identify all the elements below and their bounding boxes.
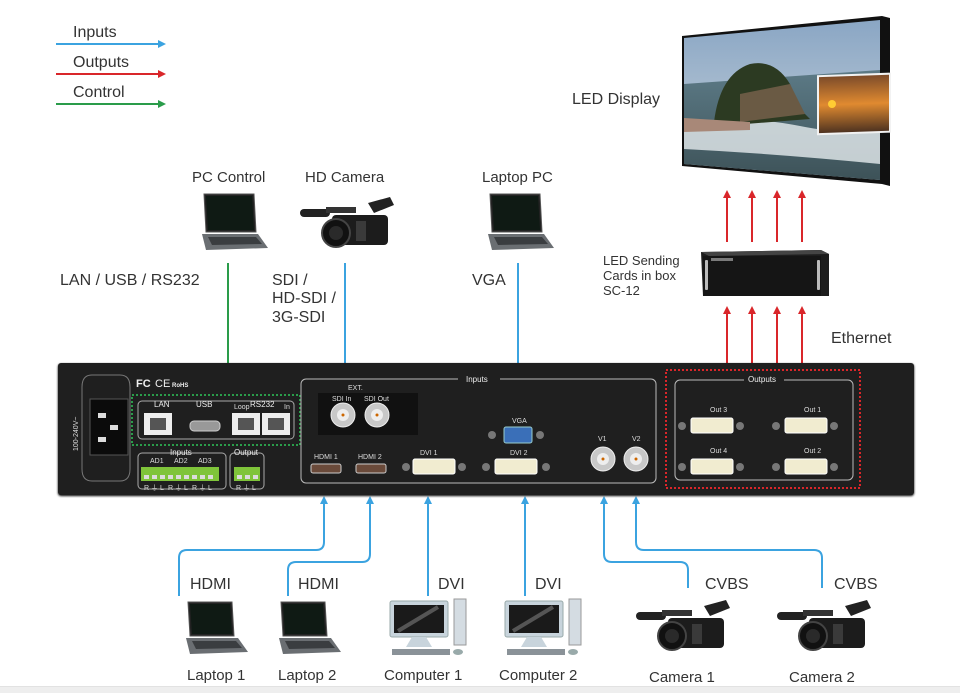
- led-display-label: LED Display: [572, 91, 661, 108]
- hdmi2-port-label: HDMI 2: [358, 454, 382, 461]
- camera1-label: Camera 1: [649, 669, 715, 686]
- rear-panel-ports: 100-240V~ FC CE RoHS LAN USB RS232 Loop …: [73, 369, 861, 492]
- camera2-icon: [777, 600, 871, 651]
- camera1-icon: [636, 600, 730, 651]
- dvi2-port-label: DVI 2: [510, 450, 528, 457]
- power-voltage-label: 100-240V~: [73, 417, 80, 451]
- laptop1-icon: [186, 601, 248, 654]
- ad3-label: AD3: [198, 458, 212, 465]
- hdmi2-port[interactable]: [355, 463, 387, 474]
- legend-control-label: Control: [73, 84, 125, 101]
- sdi-out-label: SDI Out: [364, 396, 389, 403]
- bottom-edge-strip: [0, 686, 960, 693]
- out1-port[interactable]: [784, 417, 828, 434]
- outputs-highlight: [665, 369, 861, 489]
- control-connection-label: LAN / USB / RS232: [60, 272, 200, 289]
- ethernet-label: Ethernet: [831, 330, 892, 347]
- out3-port[interactable]: [690, 417, 734, 434]
- audio-in-pins-1: R ⏚ L: [144, 484, 164, 492]
- legend-inputs-label: Inputs: [73, 24, 117, 41]
- dvi2-port[interactable]: [494, 458, 538, 475]
- led-sending-box-icon: [701, 250, 829, 296]
- dvi1-port[interactable]: [412, 458, 456, 475]
- legend-outputs-label: Outputs: [73, 54, 130, 71]
- hdmi2-line: [287, 496, 374, 596]
- v1-port-label: V1: [598, 436, 607, 443]
- v2-port-label: V2: [632, 436, 641, 443]
- computer1-label: Computer 1: [384, 667, 463, 684]
- computer1-connection-label: DVI: [438, 576, 465, 593]
- computer1-icon: [389, 598, 467, 655]
- audio-out-pins: R ⏚ L: [236, 484, 256, 492]
- ad1-label: AD1: [150, 458, 164, 465]
- rs232-in-label: In: [284, 404, 290, 411]
- computer2-label: Computer 2: [499, 667, 578, 684]
- camera2-connection-label: CVBS: [834, 576, 878, 593]
- vga-port-label: VGA: [512, 418, 527, 425]
- out4-port[interactable]: [690, 458, 734, 475]
- rs232-port-label: RS232: [250, 400, 275, 409]
- hdmi1-port-label: HDMI 1: [314, 454, 338, 461]
- laptop2-label: Laptop 2: [278, 667, 337, 684]
- power-inlet: [81, 374, 131, 482]
- control-ports-highlight: [131, 394, 301, 446]
- out2-label: Out 2: [804, 448, 821, 455]
- rs232-loop-label: Loop: [234, 404, 250, 411]
- out2-port[interactable]: [784, 458, 828, 475]
- audio-in-pins-2: R ⏚ L: [168, 484, 188, 492]
- laptop2-connection-label: HDMI: [298, 576, 339, 593]
- ext-label: EXT.: [348, 385, 363, 392]
- lan-port-label: LAN: [154, 400, 170, 409]
- computer2-icon: [504, 598, 582, 655]
- laptop2-icon: [279, 601, 341, 654]
- pc-control-label: PC Control: [192, 169, 266, 186]
- camera2-label: Camera 2: [789, 669, 855, 686]
- hd-camera-label: HD Camera: [305, 169, 385, 186]
- laptop-pc-icon: [488, 193, 554, 250]
- sdi-in-label: SDI In: [332, 396, 352, 403]
- hdmi1-port[interactable]: [310, 463, 342, 474]
- audio-in-pins-3: R ⏚ L: [192, 484, 212, 492]
- usb-port-label: USB: [196, 400, 212, 409]
- sdi-connection-label: SDI / HD-SDI / 3G-SDI: [272, 272, 336, 326]
- vga-port[interactable]: [503, 426, 533, 444]
- out1-label: Out 1: [804, 407, 821, 414]
- laptop1-connection-label: HDMI: [190, 576, 231, 593]
- sending-box-label: LED Sending Cards in box SC-12: [603, 253, 680, 298]
- rohs-cert-mark: RoHS: [172, 383, 188, 389]
- out4-label: Out 4: [710, 448, 727, 455]
- led-display-image: [682, 16, 891, 186]
- v1-line: [600, 496, 689, 588]
- ce-cert-mark: CE: [155, 378, 170, 390]
- v2-line: [632, 496, 823, 588]
- vga-connection-label: VGA: [472, 272, 506, 289]
- laptop-pc-label: Laptop PC: [482, 169, 553, 186]
- dvi1-port-label: DVI 1: [420, 450, 438, 457]
- inputs-group-label: Inputs: [466, 375, 488, 384]
- outputs-group-label: Outputs: [748, 375, 776, 384]
- ad2-label: AD2: [174, 458, 188, 465]
- hd-camera-icon: [300, 197, 394, 248]
- camera1-connection-label: CVBS: [705, 576, 749, 593]
- hdmi1-line: [178, 496, 328, 596]
- pc-control-laptop-icon: [202, 193, 268, 250]
- audio-inputs-label: Inputs: [170, 448, 192, 457]
- out3-label: Out 3: [710, 407, 727, 414]
- laptop1-label: Laptop 1: [187, 667, 246, 684]
- fc-cert-mark: FC: [136, 378, 151, 390]
- audio-output-label: Output: [234, 448, 259, 457]
- usb-port[interactable]: [189, 420, 221, 432]
- computer2-connection-label: DVI: [535, 576, 562, 593]
